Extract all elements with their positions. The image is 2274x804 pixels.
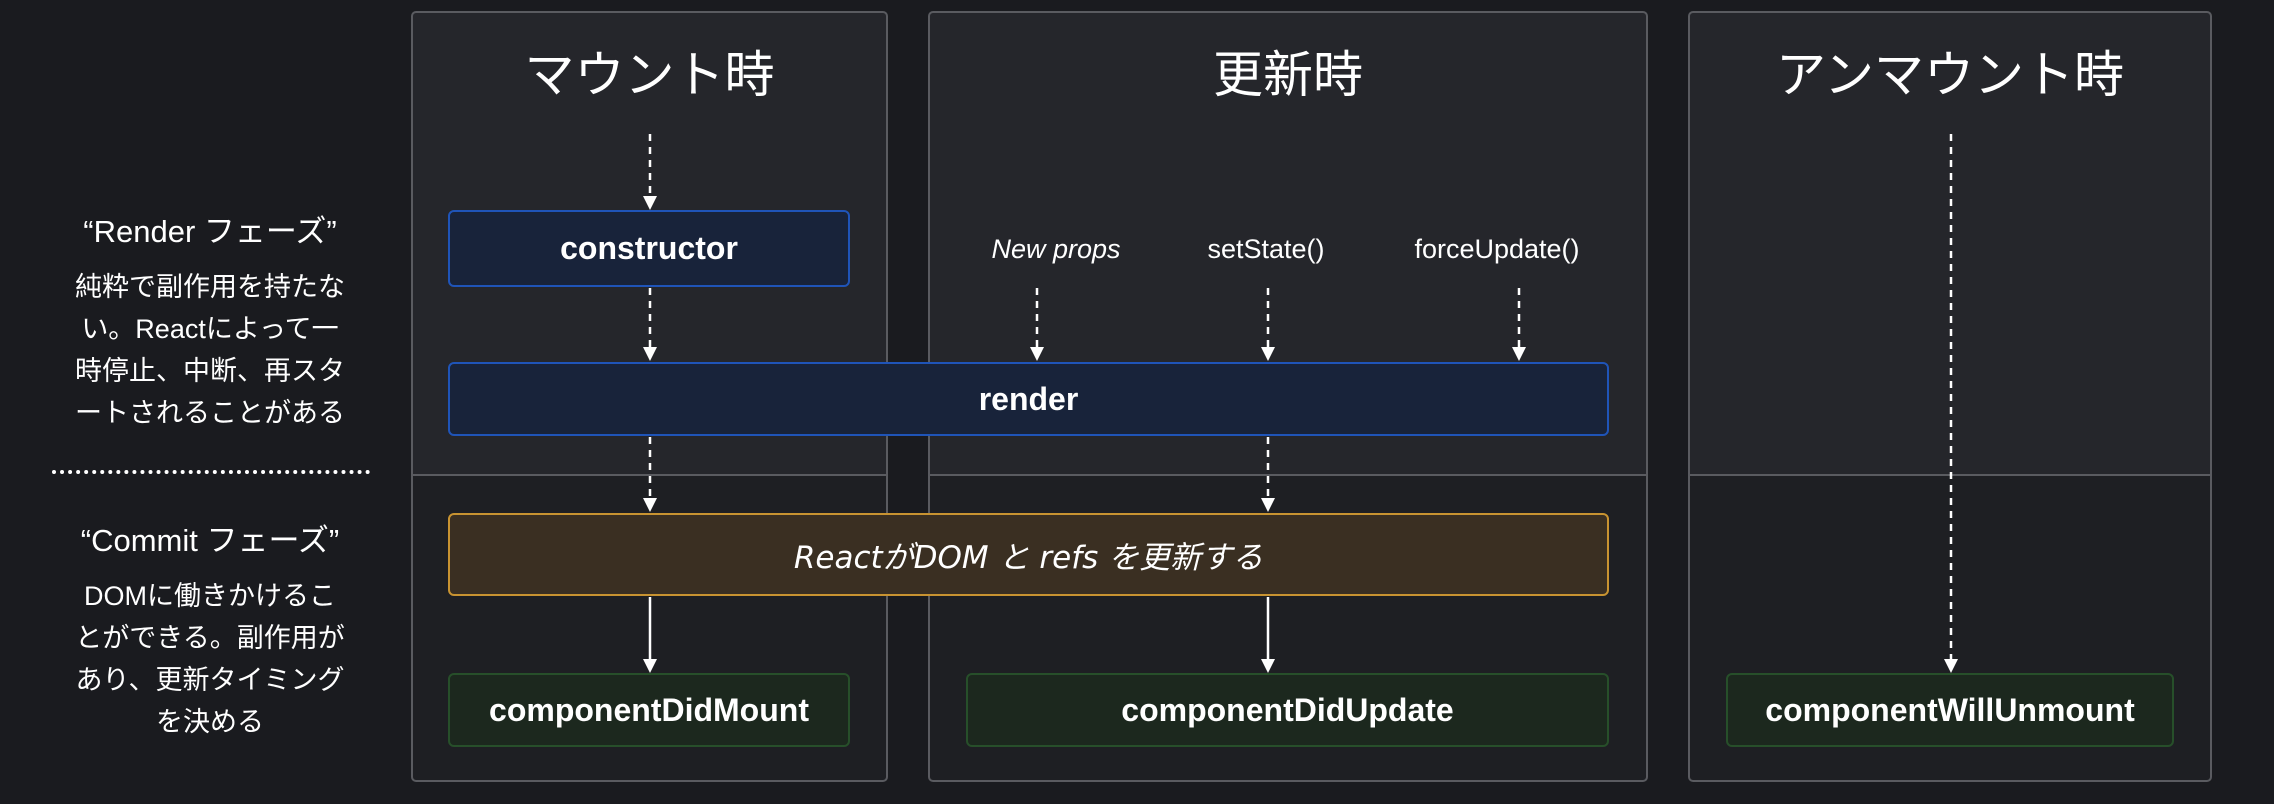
- phase-divider: [52, 470, 370, 474]
- commit-phase-desc-line: とができる。副作用が: [75, 623, 345, 653]
- constructor-box: constructor: [448, 210, 850, 287]
- component-did-mount-box: componentDidMount: [448, 673, 850, 747]
- dom-update-label: ReactがDOM と refs を更新する: [793, 540, 1264, 576]
- arrowhead: [1261, 347, 1275, 361]
- component-did-update-label: componentDidUpdate: [1121, 691, 1454, 728]
- force-update-trigger: forceUpdate(): [1414, 234, 1580, 264]
- component-will-unmount-box: componentWillUnmount: [1726, 673, 2174, 747]
- arrowhead: [643, 196, 657, 210]
- component-did-mount-label: componentDidMount: [489, 691, 809, 728]
- new-props-trigger: New props: [991, 234, 1121, 264]
- arrowhead: [1261, 659, 1275, 673]
- render-phase-desc-line: い。Reactによって一: [81, 314, 339, 344]
- arrowhead: [1944, 659, 1958, 673]
- arrowhead: [643, 659, 657, 673]
- render-phase-desc-line: 純粋で副作用を持たな: [75, 272, 345, 302]
- commit-phase-description: DOMに働きかけるこ とができる。副作用が あり、更新タイミング を決める: [45, 575, 375, 743]
- dom-update-box: ReactがDOM と refs を更新する: [448, 513, 1609, 596]
- set-state-trigger: setState(): [1207, 234, 1325, 264]
- render-phase-desc-line: 時停止、中断、再スタ: [75, 356, 345, 386]
- phase-separator: [930, 474, 1646, 476]
- render-box: render: [448, 362, 1609, 436]
- render-phase-desc-line: ートされることがある: [75, 398, 345, 428]
- arrowhead: [1030, 347, 1044, 361]
- commit-phase-desc-line: DOMに働きかけるこ: [84, 581, 336, 611]
- arrowhead: [1512, 347, 1526, 361]
- constructor-label: constructor: [560, 230, 738, 266]
- commit-phase-title: “Commit フェーズ”: [80, 523, 340, 558]
- component-will-unmount-label: componentWillUnmount: [1765, 691, 2135, 728]
- phase-separator: [413, 474, 886, 476]
- arrowhead: [643, 347, 657, 361]
- render-label: render: [978, 380, 1079, 417]
- render-phase-description: 純粋で副作用を持たな い。Reactによって一 時停止、中断、再スタ ートされる…: [45, 266, 375, 434]
- component-did-update-box: componentDidUpdate: [966, 673, 1609, 747]
- arrowhead: [1261, 498, 1275, 512]
- updating-column-title: 更新時: [1213, 46, 1363, 104]
- arrowhead: [643, 498, 657, 512]
- commit-phase-desc-line: を決める: [156, 707, 264, 737]
- mounting-column-title: マウント時: [524, 46, 775, 104]
- commit-phase-desc-line: あり、更新タイミング: [75, 665, 345, 695]
- render-phase-title: “Render フェーズ”: [83, 214, 337, 249]
- unmounting-column-title: アンマウント時: [1776, 46, 2124, 104]
